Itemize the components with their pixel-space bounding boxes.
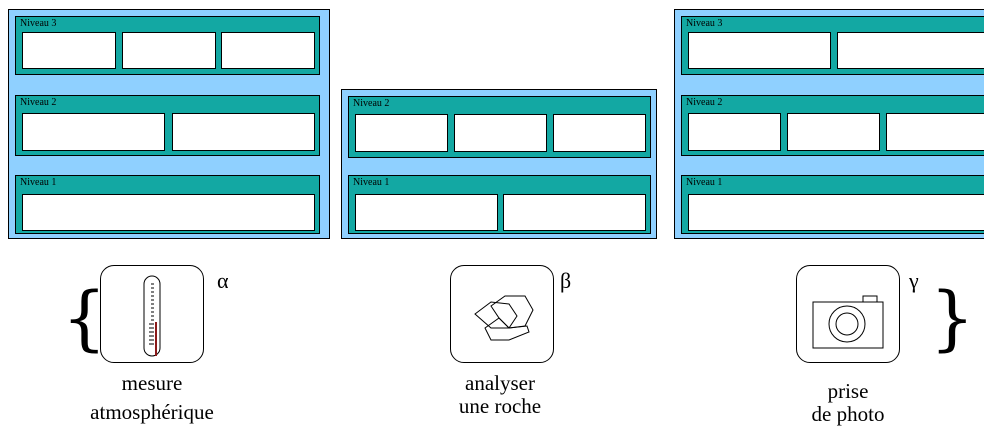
slot-box <box>688 32 831 69</box>
caption-line: atmosphérique <box>90 400 214 424</box>
panel-left: Niveau 3 Niveau 2 Niveau 1 <box>8 9 330 239</box>
beta-label: β <box>560 268 572 293</box>
panel-middle: Niveau 2 Niveau 1 <box>341 89 657 239</box>
rock-caption: analyser une roche <box>420 372 580 418</box>
camera-action[interactable] <box>796 265 900 363</box>
slot-box <box>688 194 984 231</box>
thermometer-icon <box>143 275 161 357</box>
slot-box <box>221 32 315 69</box>
level-label: Niveau 2 <box>686 97 723 108</box>
opening-brace: { <box>62 277 107 359</box>
slot-box <box>355 114 448 152</box>
level-label: Niveau 2 <box>353 98 390 109</box>
gamma-label: γ <box>909 268 919 293</box>
level-1: Niveau 1 <box>348 175 651 234</box>
level-label: Niveau 3 <box>686 18 723 29</box>
level-label: Niveau 1 <box>686 177 723 188</box>
thermometer-action[interactable] <box>100 265 204 363</box>
slot-box <box>22 113 165 151</box>
slot-box <box>503 194 646 231</box>
level-label: Niveau 2 <box>20 97 57 108</box>
caption-line: prise <box>827 379 869 403</box>
level-2: Niveau 2 <box>681 95 984 156</box>
slot-box <box>172 113 315 151</box>
caption-line: analyser <box>465 371 535 395</box>
level-label: Niveau 1 <box>353 177 390 188</box>
slot-box <box>553 114 646 152</box>
rock-icon <box>474 295 534 341</box>
slot-box <box>122 32 216 69</box>
closing-brace: } <box>930 277 975 359</box>
camera-icon <box>812 295 884 349</box>
slot-box <box>688 113 781 151</box>
level-2: Niveau 2 <box>15 95 320 156</box>
slot-box <box>22 194 315 231</box>
level-label: Niveau 3 <box>20 18 57 29</box>
camera-caption: prise de photo <box>768 380 928 426</box>
rock-action[interactable] <box>450 265 554 363</box>
slot-box <box>355 194 498 231</box>
level-2: Niveau 2 <box>348 96 651 158</box>
thermometer-caption: mesure atmosphérique <box>72 372 232 424</box>
level-3: Niveau 3 <box>681 16 984 75</box>
slot-box <box>837 32 984 69</box>
caption-line: mesure <box>121 371 183 395</box>
slot-box <box>22 32 116 69</box>
caption-line: une roche <box>458 394 542 418</box>
slot-box <box>454 114 547 152</box>
slot-box <box>787 113 880 151</box>
level-3: Niveau 3 <box>15 16 320 75</box>
level-1: Niveau 1 <box>681 175 984 234</box>
slot-box <box>886 113 984 151</box>
alpha-label: α <box>217 268 229 293</box>
caption-line: de photo <box>811 402 885 426</box>
level-label: Niveau 1 <box>20 177 57 188</box>
level-1: Niveau 1 <box>15 175 320 234</box>
panel-right: Niveau 3 Niveau 2 Niveau 1 <box>674 9 984 239</box>
